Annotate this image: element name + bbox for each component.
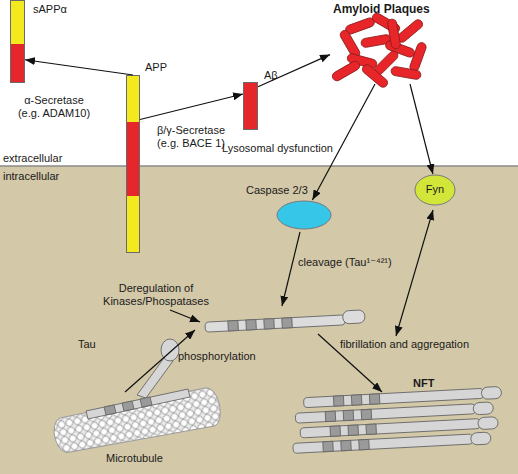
connector-label: Lysosomal dysfunction bbox=[222, 142, 333, 155]
ellipse-outline bbox=[276, 200, 332, 230]
tau-repeat bbox=[104, 405, 116, 415]
connector-label: β/γ-Secretase (e.g. BACE 1) bbox=[150, 124, 232, 150]
tau-filament bbox=[293, 434, 473, 453]
tau-protein: Tau bbox=[76, 336, 194, 422]
pathway-connector bbox=[410, 84, 433, 174]
annotation-label: intracellular bbox=[3, 170, 59, 183]
tau-repeat bbox=[323, 441, 334, 452]
protein-bar: sAPPα bbox=[10, 0, 25, 83]
pathway-connector bbox=[25, 60, 133, 75]
tau-repeat bbox=[359, 439, 370, 450]
cell-membrane bbox=[0, 165, 518, 167]
plaque-cluster bbox=[331, 12, 428, 89]
annotation-label: extracellular bbox=[3, 152, 62, 165]
tau-repeat bbox=[282, 318, 293, 329]
tau-repeat bbox=[369, 394, 380, 405]
enzyme-ellipse: Caspase 2/3 bbox=[276, 200, 332, 230]
cleaved-tau bbox=[205, 310, 366, 332]
ellipse-shape bbox=[277, 201, 331, 229]
fyn-interaction-arrow bbox=[396, 210, 433, 336]
cytoplasm-area bbox=[0, 166, 518, 474]
amyloid-fibril bbox=[390, 66, 421, 80]
tau-repeat bbox=[325, 411, 336, 422]
tau-repeat bbox=[122, 401, 134, 411]
cleavage-arrow bbox=[282, 232, 300, 306]
microtubule-body bbox=[54, 388, 220, 453]
node-label: Tau bbox=[78, 338, 96, 351]
tau-chain bbox=[205, 315, 345, 332]
node-label: APP bbox=[145, 61, 167, 74]
plaque-group: Amyloid Plaques bbox=[330, 0, 430, 84]
tangle-group: NFT bbox=[285, 375, 510, 467]
tau-repeat bbox=[333, 396, 344, 407]
tau-repeat bbox=[330, 426, 341, 437]
node-label: Microtubule bbox=[106, 452, 163, 465]
annotation-label: cleavage (Tau¹⁻⁴²¹) bbox=[298, 256, 392, 269]
amyloid-fibril bbox=[344, 17, 375, 36]
tau-end bbox=[471, 432, 492, 445]
pathway-connector bbox=[258, 55, 330, 87]
connector-label: α-Secretase (e.g. ADAM10) bbox=[14, 94, 94, 120]
tau-repeat bbox=[343, 410, 354, 421]
tau-end bbox=[481, 386, 502, 399]
node-label: Aβ bbox=[264, 69, 278, 82]
peptide-bar: Aβ bbox=[243, 82, 258, 130]
tau-repeat bbox=[366, 424, 377, 435]
bound-tau bbox=[86, 339, 190, 419]
deregulation-arrow bbox=[170, 310, 200, 322]
node-label: Amyloid Plaques bbox=[333, 3, 430, 16]
ellipse-shape bbox=[415, 175, 455, 205]
tau-repeat bbox=[140, 397, 152, 407]
amyloid-fibril bbox=[409, 41, 428, 72]
tau-repeat bbox=[228, 320, 239, 331]
amyloid-fibril bbox=[331, 60, 361, 83]
tau-stem bbox=[137, 358, 173, 398]
tau-end bbox=[473, 402, 494, 415]
node-label: sAPPα bbox=[33, 3, 67, 16]
tau-end bbox=[343, 310, 366, 324]
annotation-label: phosphorylation bbox=[178, 350, 256, 363]
kinase-ellipse: Fyn bbox=[414, 174, 456, 206]
annotation-label: Deregulation of Kinases/Phospatases bbox=[98, 282, 214, 308]
tau-repeat bbox=[361, 409, 372, 420]
tau-repeat bbox=[264, 319, 275, 330]
node-label: Caspase 2/3 bbox=[246, 184, 308, 197]
tau-repeat bbox=[246, 320, 257, 331]
tau-end bbox=[478, 417, 499, 430]
tau-repeat bbox=[341, 440, 352, 451]
node-label: NFT bbox=[413, 377, 434, 390]
microtubule: Microtubule bbox=[48, 386, 238, 468]
pathway-connector bbox=[140, 94, 243, 120]
nft-stack bbox=[290, 386, 504, 454]
amyloid-fibril bbox=[361, 63, 390, 89]
annotation-label: fibrillation and aggregation bbox=[340, 338, 469, 351]
tau-repeat bbox=[348, 425, 359, 436]
amyloid-fibril bbox=[387, 18, 401, 49]
node-label: Fyn bbox=[414, 183, 456, 196]
protein-bar: APP bbox=[126, 75, 140, 253]
tau-repeat bbox=[351, 395, 362, 406]
